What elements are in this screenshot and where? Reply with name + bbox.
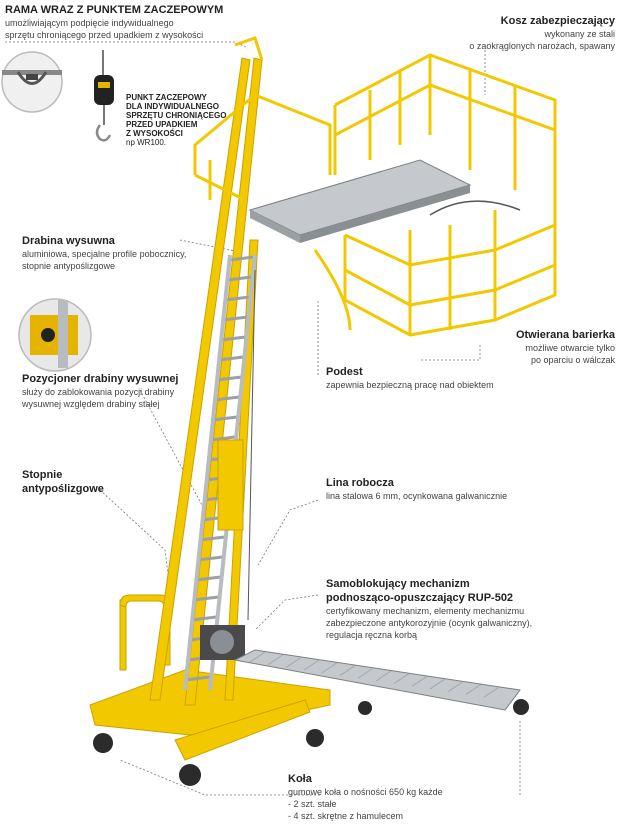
positioner-block: [217, 439, 244, 531]
punkt-desc: np WR100.: [126, 138, 167, 147]
otwierana-desc: możliwe otwarcie tylko po oparciu o wálc…: [525, 343, 615, 365]
ladder-rung: [214, 395, 240, 402]
ladder-rung: [209, 435, 236, 442]
pozycjoner-desc: służy do zablokowania pozycji drabiny wy…: [22, 387, 175, 409]
working-rope: [247, 269, 256, 621]
attachment-inset: [1, 51, 63, 113]
label-podest: Podest zapewnia bezpieczną pracę nad obi…: [326, 365, 536, 391]
platform-grate-bar: [447, 681, 464, 693]
platform-grate-bar: [303, 659, 320, 671]
leader-pozycjoner: [139, 389, 211, 521]
fall-arrester-icon: [94, 50, 114, 142]
label-otwierana: Otwierana barierka możliwe otwarcie tylk…: [480, 328, 615, 366]
drabina-desc: aluminiowa, specjalne profile pobocznicy…: [22, 249, 187, 271]
ladder-rung: [197, 555, 223, 562]
lifting-mechanism: [200, 625, 245, 660]
label-kola: Koła gumowe koła o nośności 650 kg każde…: [288, 772, 488, 822]
leader-rama: [5, 41, 249, 49]
label-lina: Lina robocza lina stalowa 6 mm, ocynkowa…: [326, 476, 546, 502]
platform-grate-bar: [285, 657, 302, 668]
ladder-rung: [218, 355, 244, 362]
leader-stopnie: [99, 489, 171, 591]
platform-grate-bar: [249, 651, 266, 663]
lina-title: Lina robocza: [326, 477, 394, 489]
ladder-rung: [220, 335, 246, 342]
punkt-title: PUNKT ZACZEPOWY DLA INDYWIDUALNEGO SPRZĘ…: [126, 93, 227, 138]
ladder-rung: [184, 675, 211, 682]
platform-grate-bar: [483, 686, 500, 698]
label-punkt: PUNKT ZACZEPOWY DLA INDYWIDUALNEGO SPRZĘ…: [126, 84, 236, 156]
ladder-rung: [191, 615, 217, 622]
safety-basket: [313, 53, 557, 337]
top-platform: [248, 159, 472, 243]
platform-grate-bar: [393, 673, 410, 684]
label-kosz: Kosz zabezpieczający wykonany ze stali o…: [420, 14, 615, 52]
ladder-rung: [193, 595, 219, 602]
top-frame: [193, 36, 332, 202]
leader-lina: [257, 499, 319, 566]
kola-desc: gumowe koła o nośności 650 kg każde - 2 …: [288, 787, 443, 821]
ladder-rung: [216, 375, 242, 382]
ladder-rung: [226, 275, 253, 282]
mechanizm-title: Samoblokujący mechanizm podnosząco-opusz…: [326, 578, 514, 604]
ladder-rung: [199, 535, 225, 542]
kosz-title: Kosz zabezpieczający: [500, 15, 615, 27]
ladder-rung: [224, 295, 250, 302]
platform-grate-bar: [357, 667, 374, 679]
label-drabina: Drabina wysuwna aluminiowa, specjalne pr…: [22, 234, 212, 272]
label-stopnie: Stopnie antypoślizgowe: [22, 468, 162, 496]
kola-title: Koła: [288, 773, 312, 785]
wheel: [513, 699, 529, 715]
pozycjoner-title: Pozycjoner drabiny wysuwnej: [22, 373, 179, 385]
podest-desc: zapewnia bezpieczną pracę nad obiektem: [326, 380, 494, 390]
mechanizm-desc: certyfikowany mechanizm, elementy mechan…: [326, 606, 533, 640]
base-frame: [89, 594, 331, 761]
lina-desc: lina stalowa 6 mm, ocynkowana galwaniczn…: [326, 491, 508, 501]
leader-kola-left: [119, 759, 320, 796]
platform-grate-bar: [339, 665, 356, 676]
leader-lines: [5, 41, 521, 796]
platform-grate-bar: [321, 662, 338, 674]
positioner-inset: [18, 298, 92, 372]
platform-grate-bar: [465, 684, 482, 695]
drabina-title: Drabina wysuwna: [22, 235, 115, 247]
ground-platform: [233, 649, 521, 711]
leader-otwierana: [420, 345, 481, 361]
platform-grate-bar: [375, 670, 392, 682]
ladder-rung: [222, 315, 248, 322]
ladder-rung: [195, 575, 221, 582]
ladder-rung: [212, 415, 238, 422]
rama-title: RAMA WRAZ Z PUNKTEM ZACZEPOWYM: [5, 4, 224, 16]
wheel: [358, 701, 372, 715]
podest-title: Podest: [326, 366, 363, 378]
rama-desc: umożliwiającym podpięcie indywidualnego …: [5, 18, 204, 40]
ladder-rung: [228, 255, 255, 262]
platform-grate-bar: [429, 678, 446, 690]
wheel: [93, 733, 113, 753]
leader-mechanizm: [254, 594, 319, 631]
platform-grate-bar: [411, 675, 428, 687]
label-pozycjoner: Pozycjoner drabiny wysuwnej służy do zab…: [22, 372, 222, 410]
label-rama: RAMA WRAZ Z PUNKTEM ZACZEPOWYM umożliwia…: [5, 3, 265, 41]
otwierana-title: Otwierana barierka: [515, 329, 615, 341]
wheel: [179, 764, 201, 786]
stopnie-title: Stopnie antypoślizgowe: [22, 469, 104, 495]
wheels: [93, 699, 529, 786]
platform-grate-bar: [267, 654, 284, 666]
kosz-desc: wykonany ze stali o zaokrąglonych naroża…: [469, 29, 615, 51]
wheel: [306, 729, 324, 747]
label-mechanizm: Samoblokujący mechanizm podnosząco-opusz…: [326, 577, 566, 641]
